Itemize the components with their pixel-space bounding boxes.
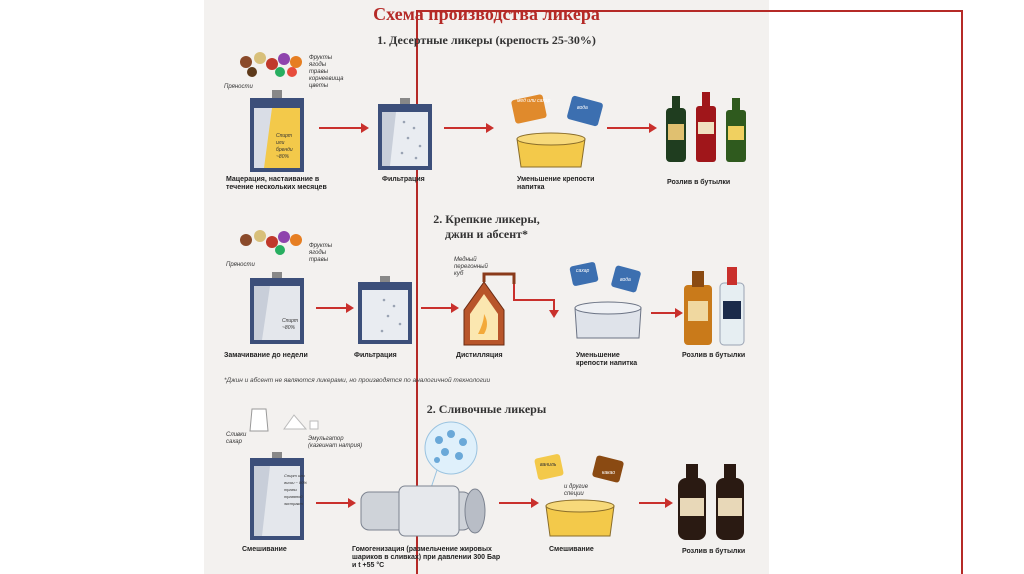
spices-label: Пряности [226,262,255,268]
step-label: Уменьшение крепости напитка [517,176,595,191]
pack-label: сахар [576,268,590,274]
step-label: Мацерация, настаивание в течение несколь… [226,176,327,191]
liqueur-bottles-icon [666,92,746,162]
cream-mixing-bowl-icon [534,454,624,537]
arrow-icon [639,498,673,508]
step-label: Уменьшение крепости напитка [576,352,638,367]
arrow-icon [444,123,494,133]
dilution-bowl-icon [569,262,642,339]
poster: Схема производства ликера 1. Десертные л… [204,0,963,574]
arrow-icon [651,308,683,318]
section-1-heading: 1. Десертные ликеры (крепость 25-30%) [377,33,596,47]
homogenizer-icon [360,421,486,537]
pack-label: какао [602,470,616,476]
spices-label: Пряности [224,84,253,90]
arrow-icon [316,303,354,313]
ingredients-icon [240,52,302,77]
step-label: Смешивание [549,546,594,553]
filter-tank-icon [358,276,412,344]
emulsifier-label: Эмульгатор(казеинат натрия) [308,436,363,449]
step-label: Розлив в бутылки [682,548,746,555]
cream-sugar-icon [249,408,319,432]
soaking-tank-icon [250,272,304,344]
cream-liqueur-bottles-icon [678,464,744,540]
maceration-tank-icon [250,90,304,172]
arrow-icon [607,123,657,133]
step-label: Дистилляция [456,352,503,359]
step-label: Гомогенизация (размельчение жировых шари… [352,546,501,569]
arrow-icon [421,303,459,313]
section-3-heading: 2. Сливочные ликеры [426,402,547,416]
pack-label: вода [577,105,588,111]
strong-bottles-icon [684,267,745,346]
mixing-tank-icon [250,452,304,540]
ingredients-icon [240,230,302,255]
step-label: Замачивание до недели [224,352,308,359]
tank-label: Спирт~80% [282,318,299,331]
arrow-icon [316,498,356,508]
step-label: Смешивание [242,546,287,553]
filter-tank-icon [378,98,432,170]
footnote: *Джин и абсент не являются ликерами, но … [224,377,491,384]
step-label: Розлив в бутылки [682,352,746,359]
step-label: Розлив в бутылки [667,179,731,186]
section-2-heading: 2. Крепкие ликеры, джин и абсент* [433,212,540,241]
dilution-bowl-icon [511,94,603,168]
pack-label: мед или сахар [517,98,551,104]
copper-still-icon [463,272,559,346]
poster-frame [416,10,963,574]
step-label: Фильтрация [382,176,425,183]
arrow-icon [499,498,539,508]
step-label: Фильтрация [354,352,397,359]
page-title: Схема производства ликера [373,4,600,24]
arrow-icon [319,123,369,133]
pack-label: вода [620,277,631,283]
pack-label: ваниль [540,462,557,468]
